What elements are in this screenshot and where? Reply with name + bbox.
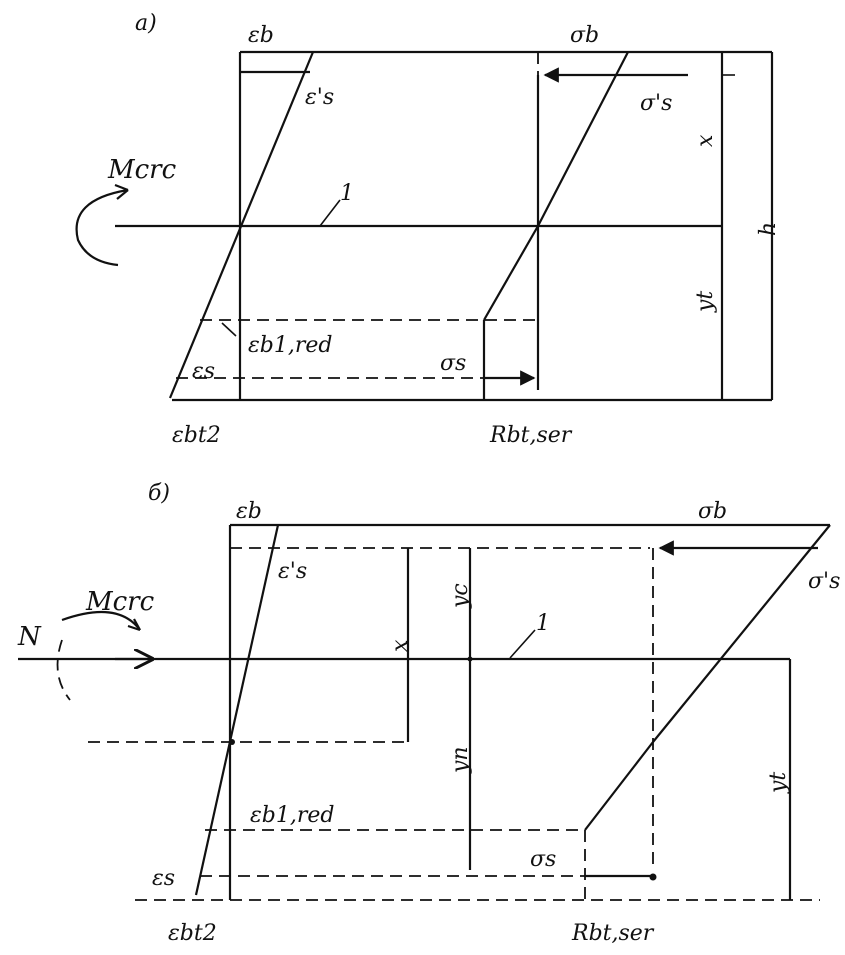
r-bt-ser-label: Rbt,ser <box>489 423 573 448</box>
yc-dimension-label: yc <box>448 583 473 609</box>
moment-label: Mcrc <box>107 155 177 185</box>
axis-marker-label: 1 <box>536 611 550 636</box>
h-dimension-label: h <box>756 222 781 236</box>
sigma-s-prime-label: σ's <box>808 569 840 594</box>
eps-s-label: εs <box>192 359 215 384</box>
sigma-b-label: σb <box>570 23 599 48</box>
eps-s-prime-label: ε's <box>278 559 307 584</box>
sigma-s-prime-label: σ's <box>640 91 672 116</box>
eps-b1-red-leader <box>221 322 237 337</box>
compressive-stress-line <box>652 524 831 743</box>
eps-b-label: εb <box>236 499 262 524</box>
axis-marker-leader <box>319 199 341 227</box>
x-dimension-label: x <box>693 134 718 147</box>
sigma-s-point <box>649 873 657 881</box>
axis-marker-leader <box>509 629 536 659</box>
tensile-stress-line <box>483 225 539 321</box>
tensile-stress-line <box>584 741 654 831</box>
eps-s-prime-label: ε's <box>305 85 334 110</box>
x-dimension-label: x <box>388 639 413 652</box>
yt-dimension-label: yt <box>693 291 718 313</box>
moment-arrowhead <box>127 618 141 632</box>
compressive-stress-line <box>537 51 629 227</box>
panel-b-label: б) <box>148 481 170 506</box>
yn-dimension-label: yn <box>448 746 473 774</box>
r-bt-ser-label: Rbt,ser <box>571 921 655 946</box>
moment-arc-bottom <box>56 639 71 701</box>
force-label: N <box>17 622 42 652</box>
moment-arc-top <box>61 610 141 631</box>
moment-arrowhead <box>114 183 129 200</box>
panel-b: б) 1 εb σb ε's σ' <box>17 481 840 946</box>
panel-a-label: а) <box>135 11 157 36</box>
eps-b1-red-label: εb1,red <box>248 333 333 358</box>
eps-b-label: εb <box>248 23 274 48</box>
strain-diagram-line <box>194 524 280 896</box>
eps-bt2-label: εbt2 <box>172 423 221 448</box>
panel-a: а) 1 εb σb ε's σ's Mcrc <box>75 11 781 448</box>
moment-arc <box>75 188 129 267</box>
sigma-s-label: σs <box>440 351 466 376</box>
eps-s-label: εs <box>152 866 175 891</box>
yt-dimension-label: yt <box>766 772 791 794</box>
axis-marker-label: 1 <box>340 181 354 206</box>
eps-b1-red-label: εb1,red <box>250 803 335 828</box>
eps-bt2-label: εbt2 <box>168 921 217 946</box>
sigma-b-label: σb <box>698 499 727 524</box>
sigma-s-label: σs <box>530 847 556 872</box>
